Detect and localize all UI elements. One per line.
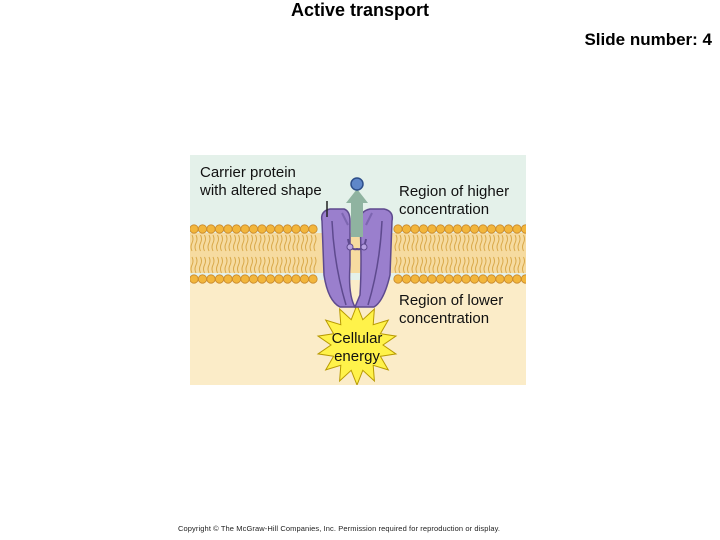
transport-arrow — [346, 189, 368, 237]
lower-label-line-1: Region of lower — [399, 292, 504, 309]
lower-concentration-label: Region of lower concentration — [399, 292, 503, 328]
lower-label-line-2: concentration — [399, 310, 490, 327]
higher-label-line-2: concentration — [399, 201, 490, 218]
carrier-protein-label: Carrier protein with altered shape — [200, 164, 322, 200]
higher-label-line-1: Region of higher — [399, 183, 510, 200]
slide-title: Active transport — [290, 0, 430, 20]
carrier-label-line-1: Carrier protein — [200, 164, 296, 181]
slide-number: Slide number: 4 — [584, 30, 712, 49]
membrane-illustration — [189, 155, 531, 387]
transported-molecule — [350, 177, 364, 191]
active-transport-diagram: Carrier protein with altered shape Regio… — [189, 155, 531, 387]
copyright-notice: Copyright © The McGraw-Hill Companies, I… — [178, 524, 501, 533]
higher-concentration-label: Region of higher concentration — [399, 183, 509, 219]
carrier-label-line-2: with altered shape — [200, 182, 322, 199]
lipid-tails — [190, 234, 529, 274]
lipid-heads — [189, 224, 531, 284]
cellular-energy-label: Cellular energy — [328, 330, 386, 366]
energy-label-line-2: energy — [334, 348, 380, 365]
energy-label-line-1: Cellular — [331, 330, 383, 347]
